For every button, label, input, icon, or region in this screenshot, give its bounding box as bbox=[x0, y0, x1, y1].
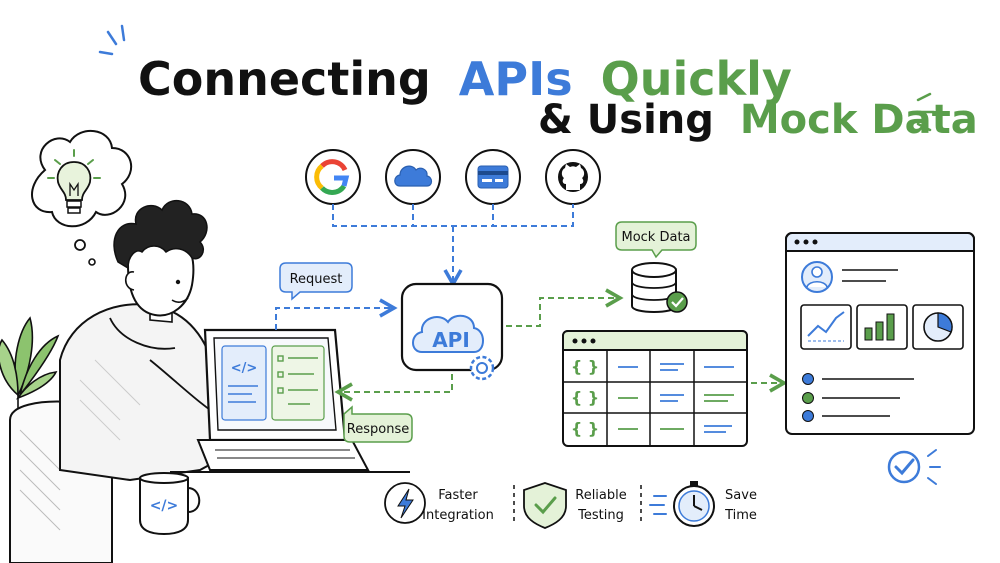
benefits-row: Faster Integration Reliable Testing bbox=[384, 481, 757, 529]
svg-text:Save: Save bbox=[725, 488, 757, 503]
request-arrow bbox=[275, 298, 398, 330]
service-github[interactable] bbox=[545, 149, 601, 205]
laptop-illustration: </> bbox=[196, 328, 370, 471]
plant-illustration bbox=[0, 316, 60, 420]
bar-chart-widget-icon bbox=[856, 304, 908, 350]
benefit-faster-integration: Faster Integration bbox=[384, 482, 494, 524]
mock-data-label: Mock Data bbox=[615, 221, 697, 259]
gear-icon bbox=[469, 355, 495, 381]
database-icon bbox=[631, 262, 688, 313]
service-google[interactable] bbox=[305, 149, 361, 205]
api-to-mock-arrow bbox=[506, 288, 624, 327]
table-row-glyph: { } bbox=[571, 419, 599, 438]
line-chart-widget-icon bbox=[800, 304, 852, 350]
github-icon bbox=[558, 162, 588, 192]
dashboard-list bbox=[802, 373, 914, 422]
dashboard-window bbox=[785, 232, 975, 435]
user-avatar-icon bbox=[801, 261, 833, 293]
svg-text:Integration: Integration bbox=[422, 508, 494, 523]
svg-text:Reliable: Reliable bbox=[575, 488, 627, 503]
title-sparkle-left-icon bbox=[98, 24, 126, 56]
title: Connecting APIs Quickly & Using Mock Dat… bbox=[98, 24, 978, 143]
title-sparkle-right-icon bbox=[916, 92, 936, 132]
svg-text:Time: Time bbox=[724, 508, 757, 523]
service-icons-row bbox=[305, 149, 601, 205]
api-cloud-icon bbox=[412, 314, 484, 353]
benefit-save-time: Save Time bbox=[649, 481, 757, 527]
credit-card-icon bbox=[477, 165, 509, 189]
request-label: Request bbox=[279, 262, 353, 301]
title-word-connecting: Connecting bbox=[138, 52, 431, 106]
laptop-code-panel bbox=[221, 345, 267, 421]
title-word-using: & Using bbox=[538, 97, 714, 143]
service-connectors bbox=[332, 204, 574, 288]
lightbulb-icon bbox=[47, 149, 101, 214]
title-word-quickly: Quickly bbox=[601, 52, 792, 106]
laptop-code-glyph: </> bbox=[231, 361, 258, 376]
laptop-list-panel bbox=[271, 345, 325, 421]
thought-bubble bbox=[31, 129, 132, 266]
svg-text:Request: Request bbox=[290, 272, 343, 287]
svg-text:Connecting APIs Qu: Connecting APIs Quickly bbox=[138, 52, 792, 106]
svg-text:Response: Response bbox=[347, 422, 409, 437]
svg-text:& Using Mock Data: & Using Mock Data bbox=[538, 97, 978, 143]
api-hub[interactable]: API bbox=[400, 282, 504, 381]
cloud-icon bbox=[394, 165, 433, 187]
coffee-mug-illustration: </> bbox=[139, 472, 201, 536]
svg-text:Faster: Faster bbox=[438, 488, 478, 503]
svg-text:Mock Data: Mock Data bbox=[621, 230, 690, 245]
service-cloud[interactable] bbox=[385, 149, 441, 205]
success-check-icon bbox=[887, 449, 941, 485]
pie-chart-widget-icon bbox=[912, 304, 964, 350]
response-arrow bbox=[334, 374, 453, 402]
table-row-glyph: { } bbox=[571, 357, 599, 376]
stopwatch-icon bbox=[673, 481, 715, 527]
mug-code-glyph: </> bbox=[150, 498, 179, 514]
shield-check-icon bbox=[523, 482, 567, 529]
response-label: Response bbox=[343, 405, 413, 443]
table-row-glyph: { } bbox=[571, 388, 599, 407]
mock-data-table: { } { } { } bbox=[562, 330, 748, 447]
api-label: API bbox=[432, 328, 470, 352]
service-payment[interactable] bbox=[465, 149, 521, 205]
lightning-icon bbox=[397, 488, 414, 519]
title-word-apis: APIs bbox=[459, 52, 573, 106]
check-badge-icon bbox=[666, 291, 688, 313]
svg-text:Testing: Testing bbox=[577, 508, 624, 523]
title-word-mock-data: Mock Data bbox=[740, 97, 978, 143]
google-icon bbox=[314, 159, 350, 195]
benefit-reliable-testing: Reliable Testing bbox=[523, 482, 627, 529]
